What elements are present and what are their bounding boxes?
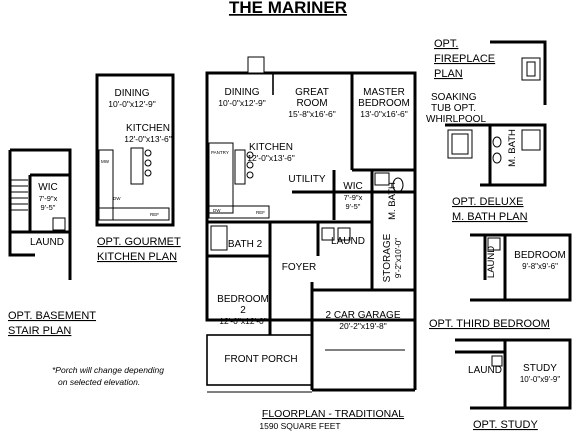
bsmt-laund-label: LAUND bbox=[30, 237, 64, 248]
porch-note-1: *Porch will change depending bbox=[52, 365, 164, 375]
bedroom2-num: 2 bbox=[240, 305, 246, 316]
third-bedroom-dim: 9'-8"x9'-6" bbox=[522, 262, 558, 271]
dw-label: DW bbox=[213, 208, 221, 213]
stair-treads bbox=[10, 179, 28, 211]
deluxe-caption-2: M. BATH PLAN bbox=[452, 211, 528, 223]
bsmt-washer bbox=[52, 217, 66, 231]
gourmet-ref-label: REF bbox=[150, 212, 159, 217]
kitchen-island bbox=[234, 149, 246, 185]
great-room-label: GREAT bbox=[295, 87, 329, 98]
study-caption: OPT. STUDY bbox=[473, 419, 538, 431]
basement-stair-plan: WIC 7'-9"x 9'-5" LAUND OPT. BASEMENT STA… bbox=[8, 148, 96, 337]
study-label: STUDY bbox=[523, 363, 557, 374]
deluxe-m-bath-label: M. BATH bbox=[507, 129, 518, 167]
gourmet-kitchen-plan: DINING 10'-0"x12'-9" KITCHEN 12'-0"x13'-… bbox=[95, 73, 181, 263]
gourmet-caption-1: OPT. GOURMET bbox=[97, 236, 181, 248]
gourmet-kitchen-dim: 12'-0"x13'-6" bbox=[124, 134, 172, 144]
third-washer bbox=[487, 237, 501, 251]
fireplace-caption-3: PLAN bbox=[434, 68, 463, 80]
third-laund-label: LAUND bbox=[486, 246, 497, 278]
fireplace-caption-1: OPT. bbox=[434, 38, 458, 50]
third-bedroom-label: BEDROOM bbox=[514, 250, 566, 261]
soaking-label-3: WHIRLPOOL bbox=[426, 114, 486, 125]
third-bedroom-plan: LAUND BEDROOM 9'-8"x9'-6" OPT. THIRD BED… bbox=[429, 233, 572, 330]
kitchen-dim: 12'-0"x13'-6" bbox=[247, 153, 295, 163]
bsmt-caption-2: STAIR PLAN bbox=[8, 325, 71, 337]
main-plan-caption: FLOORPLAN - TRADITIONAL bbox=[262, 408, 404, 420]
gourmet-island bbox=[130, 147, 144, 185]
front-porch bbox=[206, 334, 313, 386]
deluxe-bath-plan: SOAKING TUB OPT. WHIRLPOOL M. BATH OPT. … bbox=[426, 92, 547, 223]
main-floorplan bbox=[205, 56, 417, 393]
bath2-tub bbox=[210, 225, 228, 251]
bsmt-wic-label: WIC bbox=[38, 182, 57, 193]
fireplace-caption-2: FIREPLACE bbox=[434, 53, 495, 65]
master-label-2: BEDROOM bbox=[358, 98, 410, 109]
bsmt-wic-dim-2: 9'-5" bbox=[41, 203, 56, 212]
study-dim: 10'-0"x9'-9" bbox=[520, 375, 560, 384]
gourmet-mw-label: MW bbox=[101, 159, 110, 164]
bedroom2-label: BEDROOM bbox=[217, 294, 269, 305]
fireplace-plan: OPT. FIREPLACE PLAN bbox=[434, 38, 547, 105]
sheet-title: THE MARINER bbox=[229, 0, 347, 17]
gourmet-dining-dim: 10'-0"x12'-9" bbox=[108, 99, 156, 109]
deluxe-shower bbox=[521, 129, 541, 151]
great-room-dim: 15'-8"x16'-6" bbox=[288, 109, 336, 119]
bath2-label: BATH 2 bbox=[228, 239, 263, 250]
storage-dim: 9'-2"x10'-0" bbox=[394, 238, 403, 278]
main-plan-labels: DINING 10'-0"x12'-9" GREAT ROOM 15'-8"x1… bbox=[52, 87, 410, 431]
dryer bbox=[337, 227, 351, 241]
washer bbox=[321, 227, 335, 241]
study-washer bbox=[491, 355, 503, 367]
study-plan: LAUND STUDY 10'-0"x9'-9" OPT. STUDY bbox=[455, 338, 572, 431]
gourmet-dw-label: DW bbox=[113, 196, 121, 201]
bsmt-wic-dim-1: 7'-9"x bbox=[39, 194, 58, 203]
storage-label: STORAGE bbox=[382, 233, 393, 282]
ref-label: REF bbox=[256, 210, 265, 215]
chimney bbox=[247, 56, 265, 74]
m-bath-label: M. BATH bbox=[387, 182, 398, 220]
front-porch-label: FRONT PORCH bbox=[224, 354, 297, 365]
pantry-label: PANTRY bbox=[211, 150, 229, 155]
porch-note-2: on selected elevation. bbox=[58, 377, 140, 387]
foyer-label: FOYER bbox=[282, 262, 316, 273]
gourmet-caption-2: KITCHEN PLAN bbox=[97, 251, 177, 263]
great-room-label-2: ROOM bbox=[296, 98, 327, 109]
bedroom2-dim: 12'-0"x12'-0" bbox=[219, 316, 267, 326]
wic-dim-2: 9'-5" bbox=[346, 202, 361, 211]
wic-dim-1: 7'-9"x bbox=[344, 193, 363, 202]
dining-dim: 10'-0"x12'-9" bbox=[218, 98, 266, 108]
soaking-label-2: TUB OPT. bbox=[431, 103, 476, 114]
garage-label: 2 CAR GARAGE bbox=[325, 310, 400, 321]
deluxe-caption-1: OPT. DELUXE bbox=[452, 196, 524, 208]
laund-label: LAUND bbox=[331, 236, 365, 247]
dining-label: DINING bbox=[225, 87, 260, 98]
gourmet-kitchen-label: KITCHEN bbox=[126, 123, 170, 134]
kitchen-label: KITCHEN bbox=[249, 142, 293, 153]
soaking-label-1: SOAKING bbox=[431, 92, 477, 103]
gourmet-dining-label: DINING bbox=[115, 88, 150, 99]
master-label: MASTER bbox=[363, 87, 405, 98]
wic-label: WIC bbox=[343, 181, 362, 192]
square-feet: 1590 SQUARE FEET bbox=[259, 421, 340, 431]
utility-label: UTILITY bbox=[288, 174, 326, 185]
third-bedroom-caption: OPT. THIRD BEDROOM bbox=[429, 318, 550, 330]
master-dim: 13'-0"x16'-6" bbox=[360, 109, 408, 119]
m-bath-sink bbox=[374, 172, 390, 186]
garage-dim: 20'-2"x19'-8" bbox=[339, 321, 387, 331]
study-laund-label: LAUND bbox=[468, 365, 502, 376]
bsmt-caption-1: OPT. BASEMENT bbox=[8, 310, 96, 322]
